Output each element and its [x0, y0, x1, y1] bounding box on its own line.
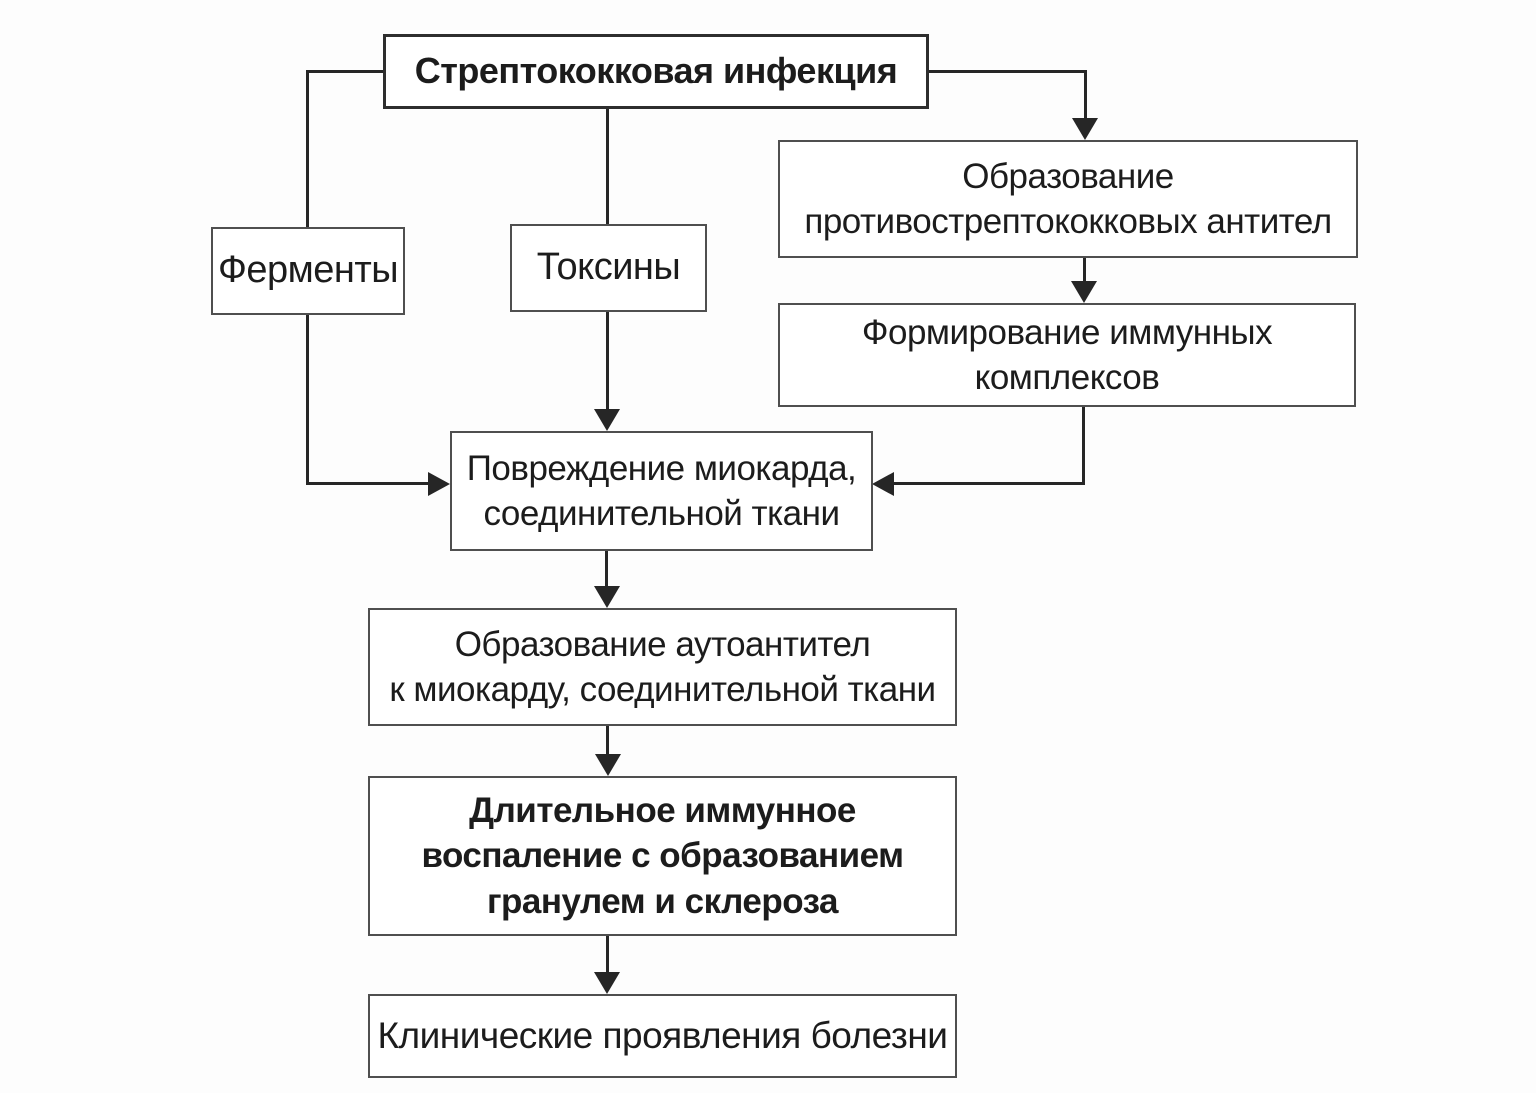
edge-complexes-damage-horizontal: [892, 482, 1085, 485]
arrowhead-into-autoantibodies: [594, 586, 620, 608]
node-clinical-manifestations: Клинические проявления болезни: [368, 994, 957, 1078]
edge-autoantibodies-inflammation-vertical: [606, 724, 609, 756]
node-enzymes: Ферменты: [211, 227, 405, 315]
edge-complexes-damage-vertical: [1082, 404, 1085, 485]
node-immune-inflammation: Длительное иммунное воспаление с образов…: [368, 776, 957, 936]
edge-infection-antibodies-horizontal: [926, 70, 1087, 73]
arrowhead-into-damage-left: [428, 472, 450, 496]
arrowhead-into-inflammation: [595, 754, 621, 776]
node-myocardium-damage: Повреждение миокарда, соединительной тка…: [450, 431, 873, 551]
arrowhead-into-damage-right: [872, 472, 894, 496]
edge-enzymes-damage-horizontal: [306, 482, 433, 485]
arrowhead-into-complexes: [1071, 281, 1097, 303]
edge-inflammation-clinical-vertical: [606, 934, 609, 975]
edge-infection-enzymes-horizontal: [306, 70, 385, 73]
edge-antibodies-complexes-vertical: [1083, 255, 1086, 283]
node-toxins: Токсины: [510, 224, 707, 312]
edge-infection-antibodies-vertical: [1084, 70, 1087, 120]
node-immune-complexes: Формирование иммунных комплексов: [778, 303, 1356, 407]
arrowhead-into-antibodies: [1072, 118, 1098, 140]
node-autoantibodies: Образование аутоантител к миокарду, соед…: [368, 608, 957, 726]
node-streptococcal-infection: Стрептококковая инфекция: [383, 34, 929, 109]
arrowhead-into-clinical: [594, 972, 620, 994]
edge-damage-autoantibodies-vertical: [605, 548, 608, 588]
node-antistreptococcal-antibodies: Образование противострептококковых антит…: [778, 140, 1358, 258]
arrowhead-into-damage-top: [594, 409, 620, 431]
